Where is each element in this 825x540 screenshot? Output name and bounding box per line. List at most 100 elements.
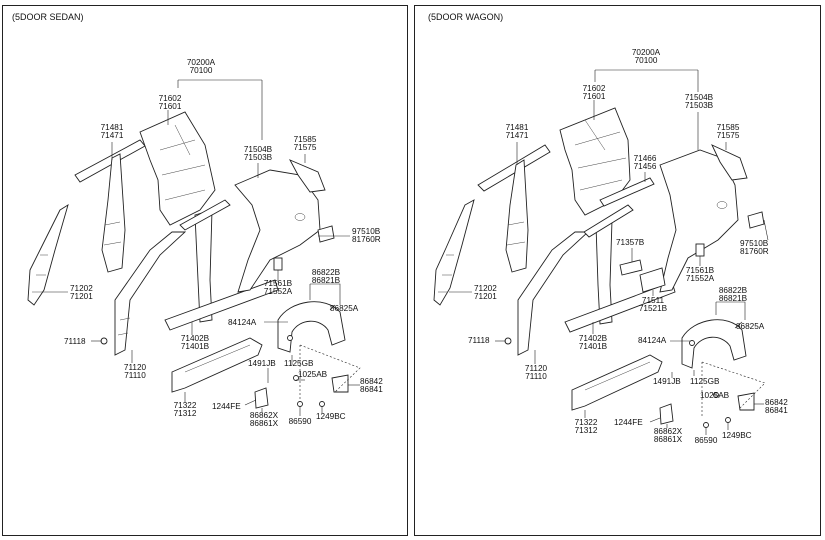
wagon-screw-86590[interactable] — [703, 422, 709, 428]
sedan-center-pillar-inner[interactable] — [101, 153, 126, 273]
sedan-dashed-lines — [299, 344, 361, 400]
sedan-rear-wheel-guard[interactable] — [277, 301, 346, 353]
label-86842: 86842 — [765, 398, 788, 407]
label-70200A: 70200A — [632, 48, 661, 57]
label-71521B: 71521B — [639, 304, 668, 313]
label-71322: 71322 — [575, 418, 598, 427]
label-97510B: 97510B — [740, 239, 769, 248]
label-71504B: 71504B — [244, 145, 273, 154]
wagon-clip-84124[interactable] — [689, 340, 695, 346]
label-1025AB: 1025AB — [298, 370, 328, 379]
label-71322: 71322 — [174, 401, 197, 410]
label-71201: 71201 — [70, 292, 93, 301]
wagon-roof-rail-outer[interactable] — [583, 204, 634, 238]
label-71602: 71602 — [159, 94, 182, 103]
label-71552A: 71552A — [686, 274, 715, 283]
sedan-fuel-filler-door[interactable] — [317, 225, 335, 243]
wagon-quarter-inner-panel[interactable] — [559, 107, 631, 216]
label-70100: 70100 — [190, 66, 213, 75]
label-86841: 86841 — [360, 385, 383, 394]
label-71202: 71202 — [474, 284, 497, 293]
wagon-roof-rail-inner[interactable] — [477, 144, 551, 192]
sedan-screw-1025[interactable] — [293, 375, 299, 381]
label-71202: 71202 — [70, 284, 93, 293]
sedan-screw-86590[interactable] — [297, 401, 303, 407]
label-71402B: 71402B — [181, 334, 210, 343]
wagon-sill-outer[interactable] — [564, 281, 676, 333]
label-86590: 86590 — [289, 417, 312, 426]
wagon-reinforcement-71357[interactable] — [619, 259, 643, 276]
wagon-fuel-filler-door[interactable] — [747, 211, 765, 229]
label-71601: 71601 — [583, 92, 606, 101]
label-71110: 71110 — [124, 371, 146, 380]
label-1249BC: 1249BC — [316, 412, 346, 421]
wagon-quarter-extension[interactable] — [711, 144, 748, 181]
sedan-bracket-86862[interactable] — [254, 387, 269, 409]
sedan-side-outer-panel[interactable] — [114, 231, 187, 356]
label-86825A: 86825A — [736, 322, 765, 331]
label-1491JB: 1491JB — [248, 359, 276, 368]
sedan-clip-84124[interactable] — [287, 335, 293, 341]
sedan-mudguard-86842[interactable] — [331, 374, 349, 393]
sedan-leader-lines — [42, 79, 360, 416]
sedan-roof-rail-outer[interactable] — [179, 199, 231, 231]
label-86862X: 86862X — [250, 411, 279, 420]
label-71601: 71601 — [159, 102, 182, 111]
wagon-screw-1249[interactable] — [725, 417, 731, 423]
sedan-bracket[interactable] — [273, 257, 283, 271]
label-71402B: 71402B — [579, 334, 608, 343]
sedan-quarter-extension[interactable] — [289, 159, 326, 193]
label-84124A: 84124A — [638, 336, 667, 345]
label-71561B: 71561B — [264, 279, 293, 288]
wagon-sill-moulding[interactable] — [571, 354, 663, 411]
label-86822B: 86822B — [312, 268, 341, 277]
label-71503B: 71503B — [244, 153, 273, 162]
wagon-dashed-lines — [701, 361, 766, 418]
label-71118: 71118 — [64, 337, 86, 346]
wagon-bracket-86862[interactable] — [659, 403, 674, 425]
label-70100: 70100 — [635, 56, 658, 65]
wagon-roof-side-71466[interactable] — [599, 177, 655, 207]
wagon-side-outer-panel[interactable] — [517, 231, 590, 356]
label-71357B: 71357B — [616, 238, 645, 247]
label-86842: 86842 — [360, 377, 383, 386]
wagon-center-pillar-inner[interactable] — [505, 159, 529, 273]
label-71401B: 71401B — [579, 342, 608, 351]
label-1125GB: 1125GB — [690, 377, 720, 386]
label-86841: 86841 — [765, 406, 788, 415]
label-1025AB: 1025AB — [700, 391, 730, 400]
sedan-sill-moulding[interactable] — [171, 337, 263, 393]
wagon-front-pillar[interactable] — [433, 199, 475, 306]
sedan-panel-title: (5DOOR SEDAN) — [12, 12, 84, 22]
wagon-mudguard-86842[interactable] — [737, 392, 755, 411]
label-86821B: 86821B — [719, 294, 748, 303]
sedan-sill-outer[interactable] — [164, 279, 279, 331]
sedan-parts — [27, 111, 349, 409]
sedan-screw-1249[interactable] — [319, 401, 325, 407]
label-71504B: 71504B — [685, 93, 714, 102]
sedan-quarter-inner-panel[interactable] — [139, 111, 216, 226]
label-97510B: 97510B — [352, 227, 381, 236]
label-86590: 86590 — [695, 436, 718, 445]
wagon-bracket[interactable] — [695, 243, 705, 257]
wagon-rear-wheel-guard[interactable] — [681, 319, 747, 369]
wagon-reinforcement-71511[interactable] — [639, 267, 666, 293]
label-70200A: 70200A — [187, 58, 216, 67]
